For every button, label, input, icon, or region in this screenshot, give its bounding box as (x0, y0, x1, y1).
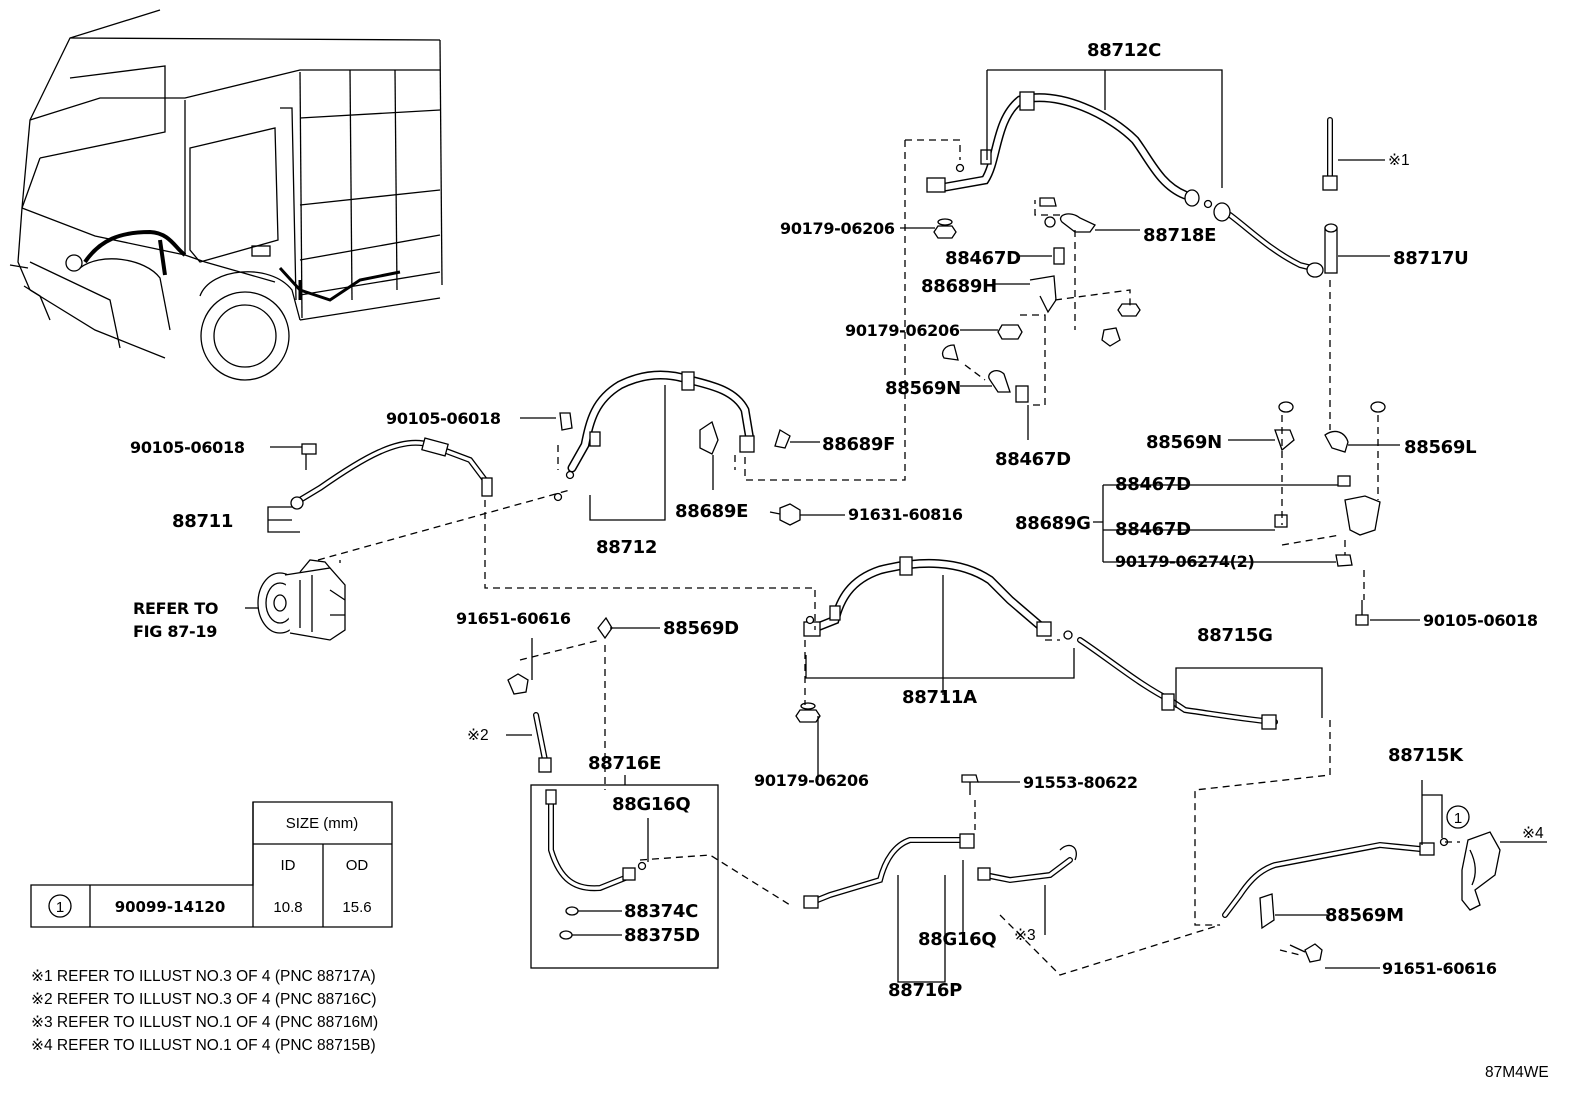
label-90179-06206-mid: 90179-06206 (845, 321, 960, 340)
size-table-header: SIZE (mm) (286, 815, 359, 832)
pipe-88717U (1213, 117, 1338, 278)
size-table: SIZE (mm) ID OD 1 90099-14120 10.8 15.6 (30, 801, 393, 928)
label-88716E: 88716E (588, 753, 661, 774)
part-labels: 88712C 90179-06206 88718E 88467D 88689H … (130, 40, 1544, 1001)
label-90105-06018-mid: 90105-06018 (386, 409, 501, 428)
label-88467D-top: 88467D (945, 248, 1021, 269)
label-88712C: 88712C (1087, 40, 1161, 61)
size-table-col-od: OD (346, 857, 369, 874)
label-88689H: 88689H (921, 276, 997, 297)
label-91631-60816: 91631-60816 (848, 505, 963, 524)
label-90179-06206-top: 90179-06206 (780, 219, 895, 238)
label-90179-06274: 90179-06274(2) (1115, 552, 1255, 571)
label-88689G: 88689G (1015, 513, 1091, 534)
hose-88712 (567, 370, 755, 473)
label-90105-06018-left: 90105-06018 (130, 438, 245, 457)
label-88717U: 88717U (1393, 248, 1468, 269)
compressor (257, 559, 346, 641)
hose-88711A (803, 556, 1052, 637)
pipe-88715K (1222, 831, 1501, 918)
pipe-88716P (803, 833, 975, 909)
pipe-88716E (533, 712, 636, 892)
label-88715G: 88715G (1197, 625, 1273, 646)
label-91553-80622: 91553-80622 (1023, 773, 1138, 792)
label-88374C: 88374C (624, 901, 698, 922)
label-88467D-right-top: 88467D (1115, 474, 1191, 495)
label-90105-06018-right: 90105-06018 (1423, 611, 1538, 630)
label-88711A: 88711A (902, 687, 977, 708)
label-88689E: 88689E (675, 501, 748, 522)
pipe-88715G (1063, 630, 1278, 730)
ref2-mark: ※2 (467, 727, 489, 744)
figure-code: 87M4WE (1485, 1064, 1549, 1081)
callout-leaders (245, 69, 1547, 983)
size-table-row-part: 90099-14120 (115, 898, 226, 916)
label-90179-06206-bottom: 90179-06206 (754, 771, 869, 790)
refer-to-line1: REFER TO (133, 599, 218, 618)
ref3-mark: ※3 (1014, 927, 1036, 944)
footnotes: ※1 REFER TO ILLUST NO.3 OF 4 (PNC 88717A… (31, 968, 378, 1054)
footnote-4: ※4 REFER TO ILLUST NO.1 OF 4 (PNC 88715B… (31, 1037, 376, 1054)
van-illustration (9, 9, 443, 381)
small-parts (301, 163, 1449, 963)
label-88467D-right-bottom: 88467D (1115, 519, 1191, 540)
ref1-mark: ※1 (1388, 152, 1410, 169)
pipe-ref3 (977, 844, 1077, 884)
label-91651-60616-left: 91651-60616 (456, 609, 571, 628)
label-88569N-right: 88569N (1146, 432, 1222, 453)
label-91651-60616-right: 91651-60616 (1382, 959, 1497, 978)
label-88712: 88712 (596, 537, 657, 558)
dashed-connections (317, 139, 1460, 976)
size-table-row-od: 15.6 (342, 899, 371, 916)
label-88569D: 88569D (663, 618, 739, 639)
label-88G16Q-left: 88G16Q (612, 794, 690, 815)
label-88689F: 88689F (822, 434, 895, 455)
label-88569M: 88569M (1325, 905, 1404, 926)
size-mark-label: 1 (1454, 810, 1462, 827)
label-88718E: 88718E (1143, 225, 1216, 246)
size-mark-circle: 1 (1446, 805, 1470, 829)
label-88375D: 88375D (624, 925, 700, 946)
hose-88712C (926, 91, 1200, 207)
footnote-3: ※3 REFER TO ILLUST NO.1 OF 4 (PNC 88716M… (31, 1014, 378, 1031)
size-table-col-id: ID (281, 857, 296, 874)
label-88711: 88711 (172, 511, 233, 532)
label-88467D-mid: 88467D (995, 449, 1071, 470)
label-88569N-left: 88569N (885, 378, 961, 399)
hose-88711 (290, 437, 493, 510)
ref4-mark: ※4 (1522, 825, 1544, 842)
label-88569L: 88569L (1404, 437, 1476, 458)
label-88716P: 88716P (888, 980, 962, 1001)
footnote-2: ※2 REFER TO ILLUST NO.3 OF 4 (PNC 88716C… (31, 991, 377, 1008)
size-table-row-mark: 1 (56, 899, 64, 916)
footnote-1: ※1 REFER TO ILLUST NO.3 OF 4 (PNC 88717A… (31, 968, 376, 985)
size-table-row-id: 10.8 (273, 899, 302, 916)
label-88G16Q-bottom: 88G16Q (918, 929, 996, 950)
refer-to-line2: FIG 87-19 (133, 622, 217, 641)
label-88715K: 88715K (1388, 745, 1464, 766)
